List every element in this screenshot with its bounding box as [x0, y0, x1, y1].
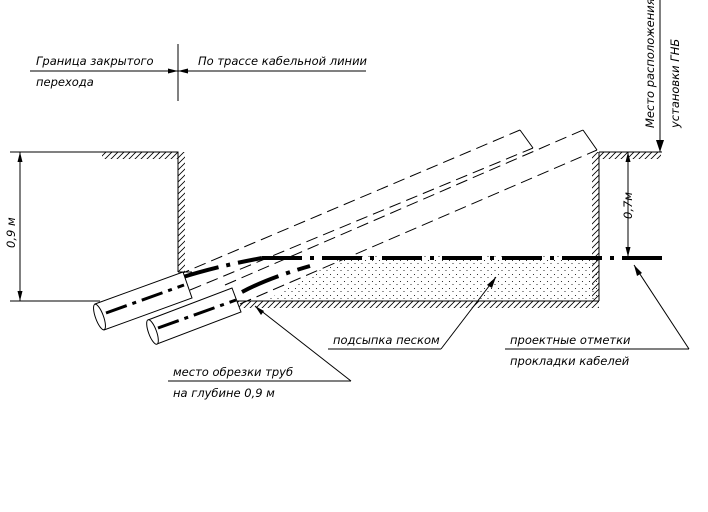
route-label: По трассе кабельной линии: [198, 54, 368, 68]
marks-label-line2: прокладки кабелей: [510, 354, 630, 368]
sand-bedding: [232, 256, 599, 308]
cut-leader-arrow: [255, 306, 264, 315]
entry-pit: [102, 151, 192, 273]
entry-pit-surface-hatch: [102, 152, 178, 159]
cut-label-line1: место обрезки труб: [173, 365, 293, 379]
dim-left-arrow-bottom: [17, 291, 23, 301]
marks-leader-arrow: [634, 265, 642, 276]
cable-lower-curve: [241, 264, 311, 294]
pipe-1-axis: [105, 283, 185, 315]
marks-label-line1: проектные отметки: [510, 333, 631, 347]
pipe-2-cut-end: [146, 319, 159, 345]
hdd-arrow: [656, 140, 664, 152]
pipe-1-cut-end: [93, 303, 106, 331]
exit-pit-wall-hatch: [592, 152, 599, 302]
boundary-arrow-left: [168, 68, 178, 74]
pipe-2-axis: [157, 298, 237, 330]
trench-floor-hatch: [232, 301, 599, 308]
boundary-header: Граница закрытого перехода По трассе каб…: [30, 44, 368, 101]
entry-pit-wall-hatch: [178, 152, 185, 273]
sand-label: подсыпка песком: [333, 333, 440, 347]
sand-fill: [265, 256, 599, 301]
cut-callout: место обрезки труб на глубине 0,9 м: [168, 305, 352, 400]
bore-end-cap-2: [582, 129, 598, 151]
bore-line-4: [239, 149, 598, 305]
dim-right-arrow-bottom: [625, 247, 631, 257]
depth-dimension-left: 0,9 м: [4, 151, 102, 302]
depth-left-label: 0,9 м: [4, 217, 18, 248]
pipe-1: [93, 271, 193, 331]
boundary-label-line2: перехода: [36, 75, 94, 89]
sand-leader-arrow: [487, 277, 496, 288]
cable-routes: [179, 256, 662, 294]
boundary-arrow-right: [178, 68, 188, 74]
cable-upper-curve: [179, 256, 263, 280]
hdd-location-mark: Место расположения установки ГНБ: [643, 0, 682, 152]
dim-right-arrow-top: [625, 152, 631, 162]
depth-right-label: 0,7м: [621, 192, 635, 219]
pipe-2: [146, 287, 242, 345]
cut-label-line2: на глубине 0,9 м: [173, 386, 275, 400]
exit-pit: [592, 151, 662, 302]
hdd-label-line2: установки ГНБ: [668, 39, 682, 129]
marks-callout: проектные отметки прокладки кабелей: [505, 264, 690, 368]
bore-end-cap-1: [519, 129, 534, 149]
hdd-label-line1: Место расположения: [643, 0, 657, 128]
entry-pit-wall: [102, 151, 179, 272]
bore-line-2: [189, 147, 534, 291]
boundary-label-line1: Граница закрытого: [36, 54, 154, 68]
dim-left-arrow-top: [17, 152, 23, 162]
exit-pit-surface-hatch: [599, 152, 661, 159]
marks-leader: [633, 264, 690, 350]
sand-leader: [440, 276, 497, 350]
cut-leader: [254, 305, 352, 382]
bore-line-1: [177, 129, 521, 276]
depth-dimension-right: 0,7м: [621, 152, 635, 257]
sand-callout: подсыпка песком: [328, 276, 497, 350]
